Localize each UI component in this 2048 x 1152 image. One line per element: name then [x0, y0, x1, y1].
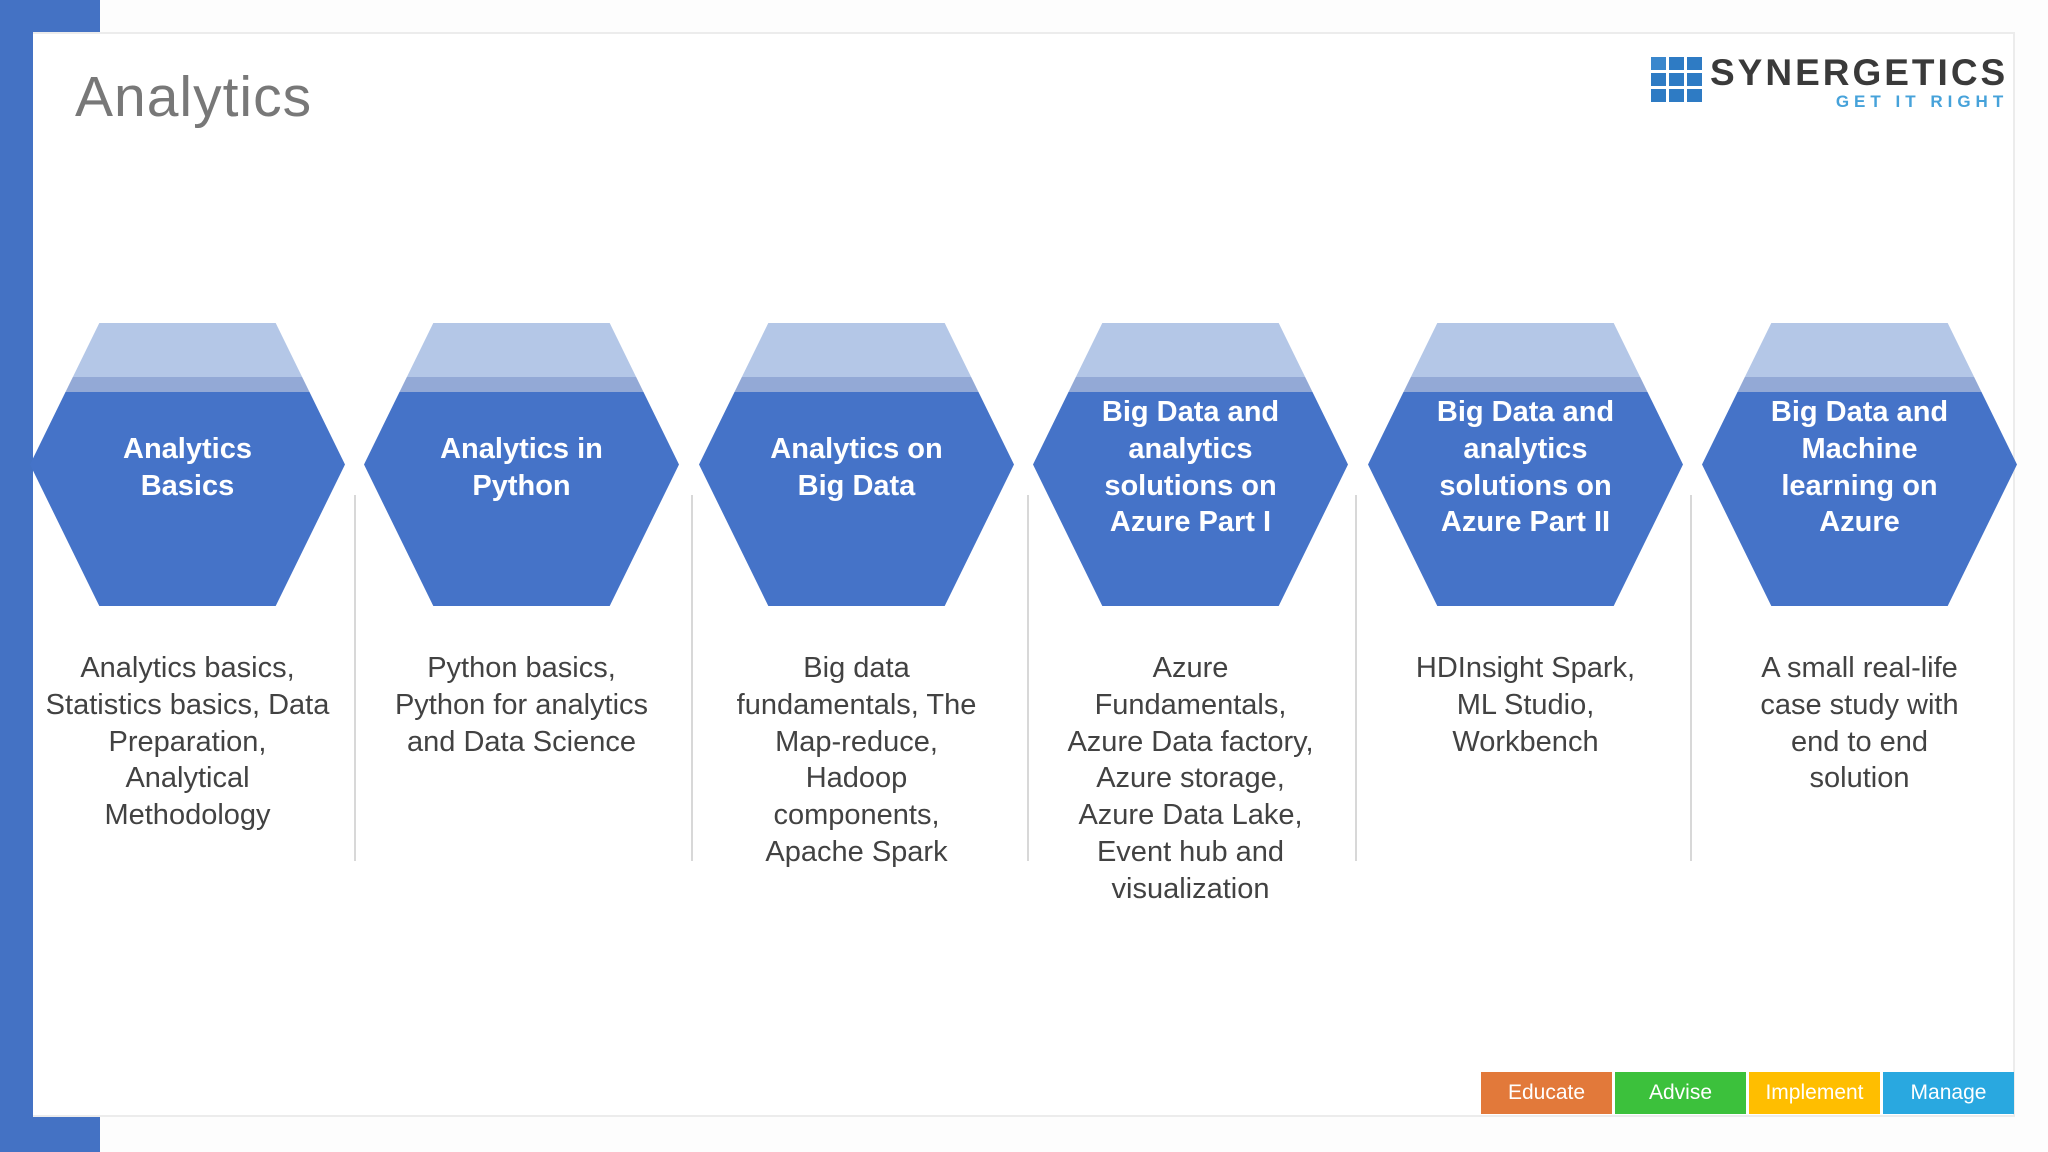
- footer-buttons: Educate Advise Implement Manage: [1481, 1072, 2014, 1114]
- logo-text: SYNERGETICS GET IT RIGHT: [1710, 54, 2008, 110]
- hexagon-analytics-on-big-data: Analytics on Big Data: [699, 323, 1014, 606]
- hexagon-title: Analytics Basics: [123, 432, 252, 502]
- column-divider: [691, 495, 693, 861]
- course-description: HDInsight Spark, ML Studio, Workbench: [1415, 652, 1636, 758]
- course-description: Analytics basics, Statistics basics, Dat…: [45, 652, 330, 832]
- column-divider: [354, 495, 356, 861]
- educate-button[interactable]: Educate: [1481, 1072, 1612, 1114]
- logo-name: SYNERGETICS: [1710, 52, 2009, 93]
- hexagon-title: Big Data and analytics solutions on Azur…: [1436, 395, 1615, 539]
- column-divider: [1690, 495, 1692, 861]
- logo: SYNERGETICS GET IT RIGHT: [1651, 54, 2008, 110]
- hexagon-azure-part-1: Big Data and analytics solutions on Azur…: [1033, 323, 1348, 606]
- hexagon-azure-part-2: Big Data and analytics solutions on Azur…: [1368, 323, 1683, 606]
- hexagon-title: Analytics in Python: [440, 432, 603, 502]
- implement-button[interactable]: Implement: [1749, 1072, 1880, 1114]
- hexagon-analytics-basics: Analytics Basics: [30, 323, 345, 606]
- column-divider: [1027, 495, 1029, 861]
- course-description: Azure Fundamentals, Azure Data factory, …: [1067, 652, 1314, 905]
- column-divider: [1355, 495, 1357, 861]
- advise-button[interactable]: Advise: [1615, 1072, 1746, 1114]
- course-description: Big data fundamentals, The Map-reduce, H…: [736, 652, 977, 869]
- hexagon-title: Big Data and analytics solutions on Azur…: [1101, 395, 1280, 539]
- page-title: Analytics: [75, 65, 313, 129]
- logo-tagline: GET IT RIGHT: [1835, 92, 2009, 111]
- manage-button[interactable]: Manage: [1883, 1072, 2014, 1114]
- blue-squares-grid-icon: [1651, 57, 1702, 102]
- hexagon-title: Analytics on Big Data: [770, 432, 943, 502]
- slide-card: Analytics SYNERGETICS GET IT RIGHT Analy…: [30, 32, 2017, 1117]
- course-description: Python basics, Python for analytics and …: [394, 652, 649, 758]
- course-description: A small real-life case study with end to…: [1760, 652, 1959, 795]
- bottom-left-accent-square: [33, 1117, 100, 1152]
- top-left-accent-square: [0, 0, 100, 32]
- hexagon-analytics-in-python: Analytics in Python: [364, 323, 679, 606]
- left-accent-bar: [0, 0, 33, 1152]
- hexagon-title: Big Data and Machine learning on Azure: [1770, 395, 1949, 539]
- hexagon-ml-on-azure: Big Data and Machine learning on Azure: [1702, 323, 2017, 606]
